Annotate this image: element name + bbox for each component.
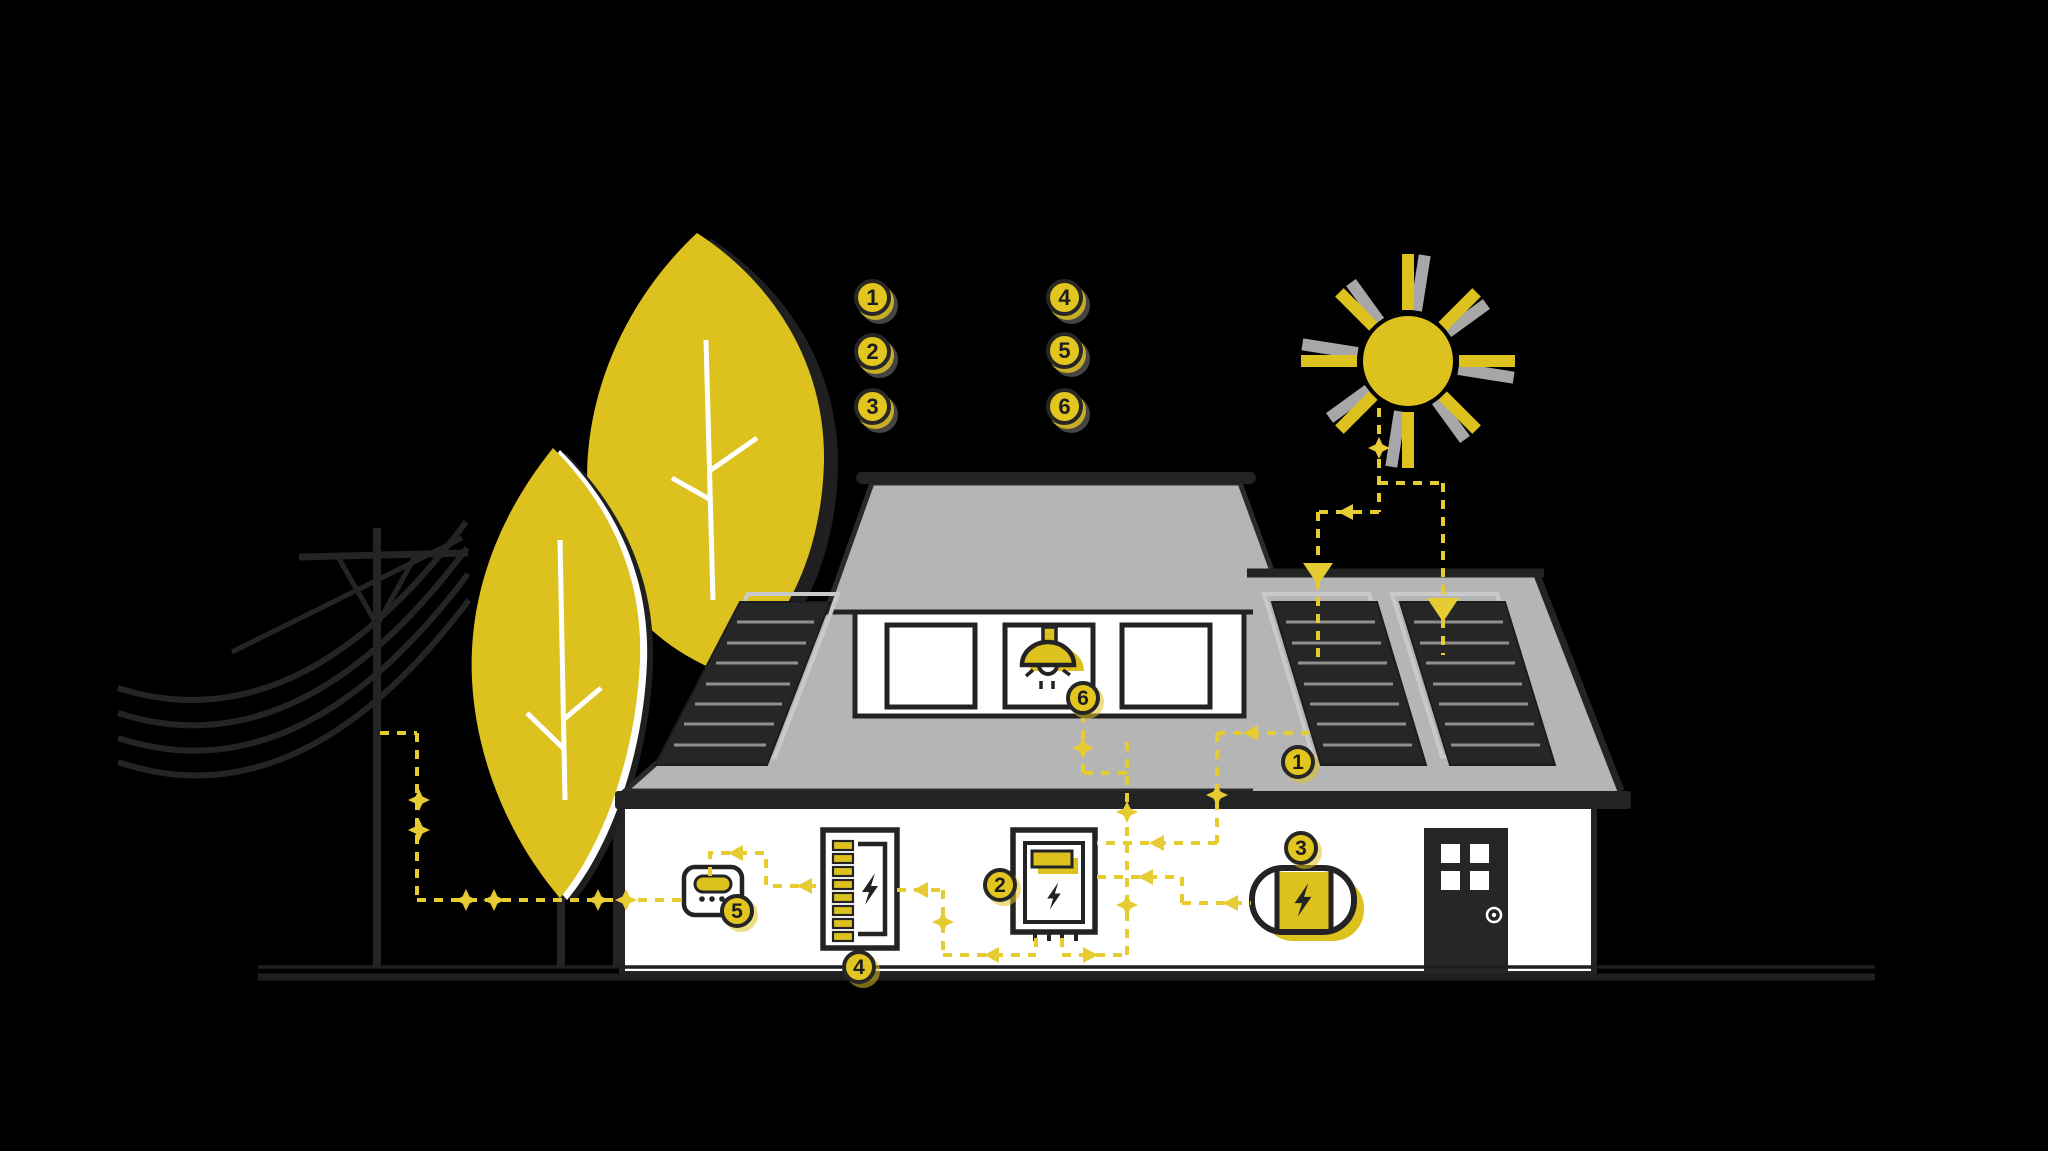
utility-pole-icon — [298, 528, 469, 966]
grid-flow-line — [380, 731, 686, 902]
ground-line — [258, 965, 1875, 981]
marker-number: 6 — [1077, 686, 1089, 710]
upper-roof — [822, 480, 1291, 615]
flow-arrows — [408, 437, 1459, 963]
marker-inverter[interactable]: 2 — [983, 868, 1017, 902]
marker-number: 2 — [994, 873, 1006, 897]
home-battery-icon — [820, 827, 900, 951]
doorknob-icon — [1485, 906, 1503, 924]
marker-solar-panels[interactable]: 1 — [1281, 745, 1315, 779]
power-lines — [117, 520, 472, 779]
legend-number: 3 — [866, 393, 879, 419]
pendant-light-icon — [1019, 625, 1084, 689]
legend-number: 6 — [1058, 393, 1071, 419]
left-solar-array — [653, 592, 841, 766]
sun-flow-line — [1316, 408, 1445, 665]
inverter-icon — [1010, 827, 1098, 941]
right-solar-array-2 — [1389, 592, 1557, 766]
legend-number: 4 — [1058, 284, 1071, 310]
legend-number: 5 — [1058, 337, 1071, 363]
sun-icon — [1301, 254, 1515, 468]
legend-marker-1[interactable]: 1 — [854, 279, 891, 316]
legend-marker-4[interactable]: 4 — [1046, 279, 1083, 316]
marker-number: 1 — [1292, 750, 1304, 774]
marker-home-battery[interactable]: 4 — [842, 950, 876, 984]
legend-number: 1 — [866, 284, 879, 310]
marker-smart-meter[interactable]: 5 — [720, 894, 754, 928]
window-right — [1119, 622, 1213, 710]
marker-portable-battery[interactable]: 3 — [1284, 831, 1318, 865]
window-left — [884, 622, 978, 710]
portable-battery-icon — [1249, 865, 1364, 941]
legend-marker-2[interactable]: 2 — [854, 333, 891, 370]
marker-pendant-light[interactable]: 6 — [1066, 681, 1100, 715]
legend-marker-5[interactable]: 5 — [1046, 332, 1083, 369]
marker-number: 5 — [731, 899, 743, 923]
legend-marker-3[interactable]: 3 — [854, 388, 891, 425]
small-tree — [471, 448, 654, 966]
legend-number: 2 — [866, 338, 879, 364]
front-door — [1424, 828, 1508, 974]
light-flow-line — [1081, 718, 1129, 955]
large-tree — [587, 233, 839, 966]
marker-number: 4 — [853, 955, 865, 979]
marker-number: 3 — [1295, 836, 1307, 860]
right-solar-array-1 — [1261, 592, 1428, 766]
legend-marker-6[interactable]: 6 — [1046, 388, 1083, 425]
